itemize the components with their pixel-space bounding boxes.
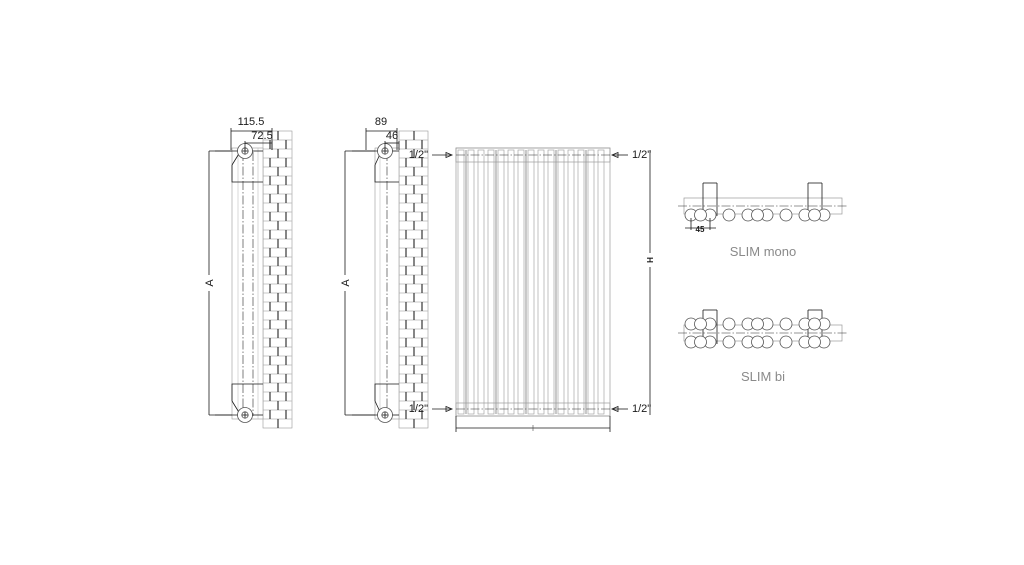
dimension-label-89: 89 [375,116,387,128]
connection-label-bottom-left: 1/2" [409,403,428,415]
connection-top-left: 1/2" [409,149,454,161]
top-manifold [455,147,611,163]
dimension-label-115-5: 115.5 [238,116,265,128]
dimension-label-a-left: A [204,279,216,287]
connection-label-top-right: 1/2" [632,149,651,161]
dimension-label-a-middle: A [340,279,352,287]
section-slim-bi: SLIM bi [678,309,848,384]
caption-slim-bi: SLIM bi [741,369,785,384]
dimension-label-46: 46 [386,130,398,142]
dimension-width-bottom [455,416,611,432]
dimension-label-72-5: 72.5 [251,130,272,142]
connection-label-top-left: 1/2" [409,149,428,161]
dimension-height-a-middle: A [340,150,375,416]
top-connection-fitting-left [215,143,263,183]
wall-brick-hatch-middle [398,130,429,429]
dimension-height-h: H [645,150,655,415]
connection-top-right: 1/2" [610,149,651,161]
section-slim-mono: 45 SLIM mono [678,182,848,259]
dimension-height-a-left: A [204,150,232,416]
radiator-profile-left [231,147,264,420]
section-tubes-bi-lower [684,335,831,349]
bottom-manifold [455,402,611,417]
front-view-tube-dividers [465,150,587,414]
dimension-pitch-45: 45 [685,218,716,234]
dimension-depth-89: 89 [365,116,398,150]
dimension-label-h: H [646,257,655,263]
side-view-middle: 89 46 A [340,116,429,429]
section-tubes-bi-upper [684,317,831,331]
wall-brick-hatch-left [262,130,293,429]
caption-slim-mono: SLIM mono [730,244,796,259]
front-view-tubes [457,149,605,415]
connection-bottom-right: 1/2" [610,403,651,415]
dimension-depth-46: 46 [384,130,400,150]
connection-bottom-left: 1/2" [409,403,454,415]
front-view: 1/2" 1/2" 1/2" 1/2" H [409,147,655,432]
connection-label-bottom-right: 1/2" [632,403,651,415]
dimension-depth-72-5: 72.5 [244,130,273,150]
radiator-profile-middle [374,147,400,420]
section-tubes-mono [684,208,831,222]
dimension-label-45: 45 [696,225,705,234]
side-view-left: 115.5 72.5 A [204,116,293,429]
